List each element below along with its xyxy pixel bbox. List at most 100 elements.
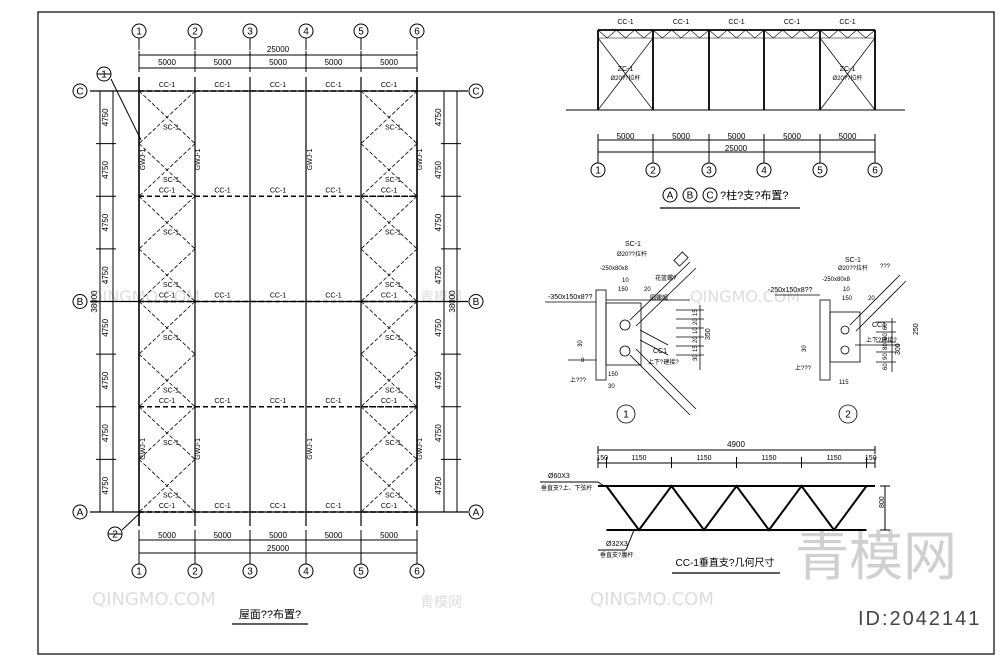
plan-bottom-axis-1-text: 1 (136, 567, 142, 578)
elev-axis-4-circle (756, 162, 772, 178)
d1-lower-label: 上下?建接? (648, 358, 679, 366)
cc1-label-1-1: CC-1 (214, 187, 230, 194)
top-chord-size: Ø60X3 (548, 473, 570, 480)
plan-left-axis-C-text: C (76, 87, 83, 98)
x-brace (360, 459, 418, 513)
plan-right-axis-A-circle (468, 504, 484, 520)
d2-right-dim-1: 90 (883, 333, 889, 340)
plan-left-axis-A-text: A (77, 508, 84, 519)
plan-right-axis-B-circle (468, 294, 484, 309)
sc1-label-4-4: SC-1 (385, 335, 401, 342)
x-brace (138, 353, 196, 408)
d1-plate-label: -250x80x8 (600, 266, 629, 272)
plan-bottom-axis-2-text: 2 (192, 567, 198, 578)
plan-top-bay-2: 5000 (269, 58, 287, 67)
d1-ref-text: 1 (623, 410, 629, 421)
d2-col-label: 上??? (795, 364, 812, 372)
sc1-label-0-1: SC-1 (163, 177, 179, 184)
plan-top-axis-6-text: 6 (414, 27, 420, 38)
x-brace (138, 248, 196, 302)
gwj-label-1: GWJ-1 (195, 148, 202, 170)
zc-sub-0: Ø20??拉杆 (610, 74, 640, 82)
x-brace (138, 90, 196, 144)
node-detail-2: 6090809060300250SC-1Ø20??拉杆-250x80x81015… (768, 257, 920, 424)
column-flange (819, 299, 831, 381)
elev-truss-0 (597, 29, 654, 39)
cc1-label-2-4: CC-1 (381, 293, 397, 300)
plan-top-bay-0: 5000 (158, 58, 176, 67)
elev-total: 25000 (725, 144, 748, 153)
x-brace (360, 353, 418, 408)
plan-left-row-1: 4750 (101, 160, 110, 178)
d1-dim20: 20 (644, 287, 651, 293)
d2-main-plate: -250x150x8?? (768, 287, 812, 294)
sc1-label-0-5: SC-1 (163, 387, 179, 394)
brace-up (849, 274, 901, 326)
plan-left-axis-B-circle (72, 294, 88, 309)
plan-right-row-2: 4750 (434, 213, 443, 231)
cc1-label-2-3: CC-1 (325, 293, 341, 300)
cc1-label-1-3: CC-1 (325, 187, 341, 194)
cc1-label-3-1: CC-1 (214, 398, 230, 405)
plan-top-axis-3-text: 3 (247, 27, 253, 38)
d1-right-dim-5: 30 (693, 354, 699, 361)
plan-right-row-5: 4750 (434, 371, 443, 389)
d2-dim10: 10 (843, 287, 850, 293)
cc1-label-0-0: CC-1 (159, 82, 175, 89)
cc1-label-2-1: CC-1 (214, 293, 230, 300)
zc-sub-4: Ø20??拉杆 (832, 74, 862, 82)
elev-axis-1-text: 1 (595, 166, 601, 177)
d2-right-dim-3: 90 (883, 353, 889, 360)
cc1-label-3-3: CC-1 (325, 398, 341, 405)
elev-title-axis-A-circle (662, 187, 678, 203)
cc1-label-4-2: CC-1 (270, 503, 286, 510)
elev-axis-6-text: 6 (872, 166, 878, 177)
ref-leader (121, 511, 142, 531)
ref-leader (110, 78, 142, 141)
cc1-label-2-2: CC-1 (270, 293, 286, 300)
x-brace (138, 195, 196, 250)
plan-right-axis-C-circle (468, 83, 484, 99)
d2-ref-text: 2 (845, 410, 851, 421)
plan-bottom-total: 25000 (267, 544, 290, 553)
elev-bay-2: 5000 (728, 132, 746, 141)
d1-dim30b: 30 (608, 384, 615, 390)
cc1-label-2-0: CC-1 (159, 293, 175, 300)
d2-right-total: 300 (895, 343, 902, 355)
plan-left-row-7: 4750 (101, 476, 110, 494)
elev-axis-5-text: 5 (817, 166, 823, 177)
plan-left-axis-A-circle (72, 504, 88, 520)
plan-left-total: 38000 (90, 290, 99, 313)
d2-rod-label: Ø20??拉杆 (838, 264, 868, 272)
node-bolt-1 (840, 325, 850, 335)
elev-truss-2 (708, 29, 765, 39)
leader (597, 481, 605, 487)
column-flange (595, 289, 607, 381)
sc1-label-4-7: SC-1 (385, 493, 401, 500)
d1-rod-label: Ø20??拉杆 (617, 250, 647, 258)
drawing-id: ID:2042141 (858, 608, 981, 630)
d1-sc-label: SC-1 (625, 241, 641, 248)
d1-main-plate: -350x150x8?? (548, 294, 592, 301)
gwj-label-7: GWJ-1 (417, 438, 424, 460)
d1-right-dim-0: 15 (693, 309, 699, 316)
d1-right-dim-1: 20 (693, 318, 699, 325)
gwj-label-6: GWJ-1 (307, 438, 314, 460)
elev-bay-4: 5000 (839, 132, 857, 141)
plan-right-axis-A-text: A (473, 508, 480, 519)
zc-brace (597, 37, 654, 111)
elev-bay-1: 5000 (672, 132, 690, 141)
zc-label-0: ZC-1 (618, 66, 634, 73)
brace-up-2 (635, 267, 697, 327)
plan-bottom-axis-6-text: 6 (414, 567, 420, 578)
d1-end-label: 圆螺帽 (650, 294, 668, 302)
elev-axis-3-circle (701, 162, 717, 178)
cc-rod (639, 329, 669, 346)
cc1-label-4-3: CC-1 (325, 503, 341, 510)
elev-title-axis-C-circle (702, 187, 718, 203)
sc1-label-0-0: SC-1 (163, 124, 179, 131)
plan-right-axis-B-text: B (473, 297, 480, 308)
elev-bay-3: 5000 (783, 132, 801, 141)
plan-right-axis-C-text: C (472, 87, 479, 98)
